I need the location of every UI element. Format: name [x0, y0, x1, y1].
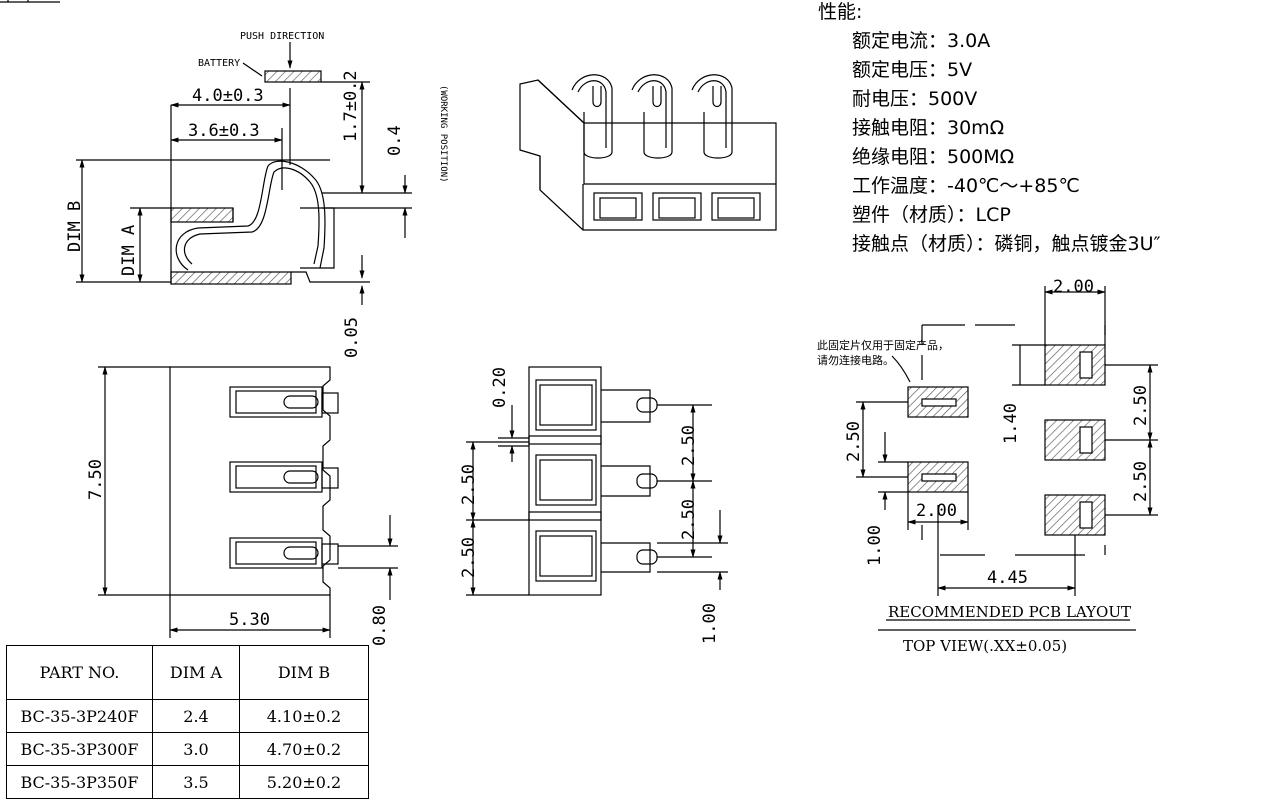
pcb-dim-2-00-mid: 2.00	[916, 501, 957, 521]
table-row: BC-35-3P240F 2.4 4.10±0.2	[6, 699, 369, 733]
working-position-label: (WORKING POSITION)	[438, 85, 448, 183]
dim-0-20-label: 0.20	[490, 367, 510, 408]
side-view	[76, 42, 412, 305]
front-cell-3	[535, 530, 658, 582]
dim-2-50-b-label: 2.50	[459, 537, 479, 578]
pcb-subtitle: TOP VIEW(.XX±0.05)	[903, 637, 1067, 655]
dim-7-50-label: 7.50	[86, 459, 106, 500]
iso-slot-3	[711, 192, 761, 221]
dim-0-80-label: 0.80	[370, 605, 390, 646]
battery-label: BATTERY	[198, 58, 240, 69]
pcb-dim-2-50-left: 2.50	[844, 421, 864, 462]
pcb-layout	[856, 286, 1158, 631]
pcb-note-line1: 此固定片仅用于固定产品，	[817, 338, 949, 352]
spec-line-operating-temperature: 工作温度：-40℃～+85℃	[852, 175, 1080, 197]
iso-contact-3	[691, 74, 733, 159]
pcb-dim-4-45: 4.45	[987, 568, 1028, 588]
dim-3-6-label: 3.6±0.3	[188, 121, 260, 141]
specs-title: 性能:	[818, 1, 863, 23]
housing-top-hatched	[170, 207, 234, 223]
spec-line-withstand-voltage: 耐电压：500V	[852, 88, 978, 110]
pcb-note-line2: 请勿连接电路。	[817, 354, 894, 367]
iso-slot-1	[593, 192, 643, 221]
pcb-pad-3	[1044, 494, 1106, 536]
front-cell-1	[535, 379, 658, 431]
spec-line-rated-current: 额定电流：3.0A	[852, 30, 991, 52]
spec-line-insulation-resistance: 绝缘电阻：500MΩ	[852, 146, 1015, 168]
pcb-title: RECOMMENDED PCB LAYOUT	[888, 603, 1131, 621]
pcb-dim-2-50-right-top: 2.50	[1131, 385, 1151, 426]
top-view	[98, 366, 398, 638]
cell-dim-a: 3.5	[152, 765, 240, 799]
iso-housing-outline	[519, 79, 777, 231]
dim-b-label: DIM B	[65, 201, 85, 252]
frame-fragment	[0, 0, 60, 3]
iso-slot-2	[652, 192, 702, 221]
table-row: BC-35-3P300F 3.0 4.70±0.2	[6, 732, 369, 766]
dim-1-7-label: 1.7±0.2	[341, 70, 361, 142]
front-housing	[528, 366, 602, 596]
parts-table: PART NO. DIM A DIM B BC-35-3P240F 2.4 4.…	[6, 645, 369, 799]
spring-contact-outer	[175, 160, 326, 271]
pcb-dim-2-50-right-bottom: 2.50	[1131, 461, 1151, 502]
spec-line-contact-material: 接触点（材质）：磷铜，触点镀金3U″	[852, 233, 1161, 255]
dim-0-4-label: 0.4	[385, 125, 405, 156]
note-leader	[891, 355, 911, 383]
table-row: BC-35-3P350F 3.5 5.20±0.2	[6, 765, 369, 799]
housing-right	[300, 207, 335, 269]
spec-line-contact-resistance: 接触电阻：30mΩ	[852, 117, 1005, 139]
cell-dim-b: 5.20±0.2	[239, 765, 369, 799]
cell-dim-a: 2.4	[152, 699, 240, 733]
pcb-pad-1	[1044, 344, 1106, 386]
pcb-pad-2	[1044, 419, 1106, 461]
header-dim-a: DIM A	[152, 645, 240, 700]
battery-bar	[264, 70, 322, 83]
cell-dim-b: 4.70±0.2	[239, 732, 369, 766]
front-cell-2	[535, 454, 658, 506]
header-dim-b: DIM B	[239, 645, 369, 700]
spec-line-housing-material: 塑件（材质）：LCP	[852, 204, 1011, 226]
dim-0-05-label: 0.05	[342, 317, 362, 358]
cell-part-no: BC-35-3P350F	[6, 765, 153, 799]
iso-contact-2	[631, 74, 673, 159]
cell-part-no: BC-35-3P300F	[6, 732, 153, 766]
cell-dim-b: 4.10±0.2	[239, 699, 369, 733]
top-view-contact-1	[229, 386, 339, 418]
parts-table-header: PART NO. DIM A DIM B	[6, 645, 369, 700]
housing-bottom-hatched	[170, 271, 292, 285]
spec-line-rated-voltage: 额定电压：5V	[852, 59, 973, 81]
front-view	[466, 366, 728, 596]
header-part-no: PART NO.	[6, 645, 153, 700]
pcb-dim-1-40: 1.40	[1001, 403, 1021, 444]
dim-2-50-a-label: 2.50	[459, 464, 479, 505]
iso-contact-1	[571, 74, 613, 159]
push-direction-label: PUSH DIRECTION	[240, 31, 324, 42]
pcb-dim-1-00: 1.00	[865, 525, 885, 566]
dim-5-30-label: 5.30	[229, 610, 270, 630]
dim-2-50-c-label: 2.50	[679, 425, 699, 466]
dim-2-50-d-label: 2.50	[679, 499, 699, 540]
pcb-dim-2-00-top: 2.00	[1053, 277, 1094, 297]
spring-contact-inner	[183, 167, 320, 265]
battery-leader	[242, 62, 263, 77]
dim-1-00-label: 1.00	[700, 603, 720, 644]
cell-dim-a: 3.0	[152, 732, 240, 766]
housing-outline	[170, 208, 335, 284]
top-view-contact-3	[229, 537, 339, 569]
isometric-view	[519, 74, 777, 231]
top-view-contact-2	[229, 461, 339, 493]
top-view-body	[169, 366, 331, 596]
dim-4-0-label: 4.0±0.3	[192, 86, 264, 106]
dim-a-label: DIM A	[119, 225, 139, 276]
cell-part-no: BC-35-3P240F	[6, 699, 153, 733]
